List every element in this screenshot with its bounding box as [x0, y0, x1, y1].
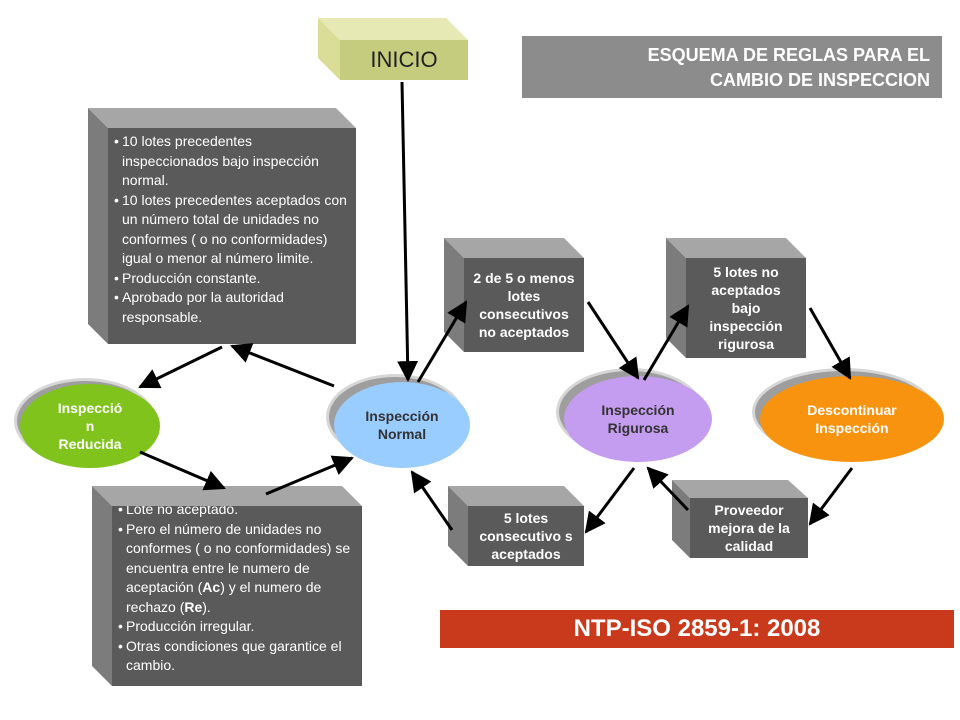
- condition-text: 5 lotes no aceptados bajo inspección rig…: [686, 258, 806, 358]
- node-label: Inspección: [815, 420, 889, 436]
- box-bevel: [88, 108, 356, 344]
- condition-item: Producción constante.: [114, 269, 350, 289]
- condition-item: Producción irregular.: [118, 617, 356, 637]
- node-descontinuar-inspeccion: Descontinuar Inspección: [752, 368, 944, 464]
- diagram-title: ESQUEMA DE REGLAS PARA EL CAMBIO DE INSP…: [522, 36, 942, 98]
- condition-text: Pero el número de unidades no conformes …: [126, 520, 351, 596]
- condition-text: 5 lotes consecutivo s aceptados: [468, 506, 584, 566]
- condition-box-rigurosa-to-descontinuar: 5 lotes no aceptados bajo inspección rig…: [666, 238, 806, 358]
- title-line-2: CAMBIO DE INSPECCION: [709, 70, 930, 90]
- node-ellipse: Descontinuar Inspección: [760, 376, 944, 462]
- condition-text: ).: [202, 598, 211, 615]
- arrow-rigurosa-to-box-5-aceptados: [584, 467, 636, 534]
- node-inspeccion-rigurosa: Inspección Rigurosa: [556, 368, 712, 464]
- condition-item: 10 lotes precedentes inspeccionados bajo…: [114, 132, 350, 191]
- condition-box-normal-to-reducida: 10 lotes precedentes inspeccionados bajo…: [88, 108, 356, 344]
- condition-box-rigurosa-to-normal: 5 lotes consecutivo s aceptados: [448, 486, 584, 566]
- inicio-box: INICIO: [318, 18, 468, 80]
- node-label: Descontinuar: [807, 402, 897, 418]
- condition-item: Otras condiciones que garantice el cambi…: [118, 637, 356, 676]
- node-label: Inspección: [601, 402, 675, 418]
- arrow-box-to-rigurosa: [586, 301, 640, 380]
- node-label: Normal: [377, 426, 427, 442]
- inicio-label: INICIO: [340, 40, 468, 80]
- condition-text: ) y el numero de rechazo (: [126, 579, 322, 615]
- condition-item: 10 lotes precedentes aceptados con un nú…: [114, 191, 350, 269]
- arrow-inicio-to-normal: [397, 81, 419, 383]
- condition-box-normal-to-rigurosa: 2 de 5 o menos lotes consecutivos no ace…: [444, 238, 584, 352]
- condition-list: Lote no aceptado. Pero el número de unid…: [112, 506, 362, 686]
- node-label: n: [85, 418, 95, 434]
- condition-box-reducida-to-normal: Lote no aceptado. Pero el número de unid…: [92, 486, 362, 686]
- node-ellipse: Inspección Normal: [334, 382, 470, 468]
- ac-label: Ac: [202, 579, 221, 595]
- re-label: Re: [184, 598, 203, 615]
- node-ellipse: Inspección Rigurosa: [564, 376, 712, 462]
- node-inspeccion-normal: Inspección Normal: [326, 374, 470, 468]
- node-inspeccion-reducida: Inspecció n Reducida: [14, 378, 162, 470]
- arrow-descontinuar-to-box: [808, 467, 854, 526]
- node-ellipse: Inspecció n Reducida: [20, 384, 160, 468]
- norm-banner: NTP-ISO 2859-1: 2008: [440, 610, 954, 648]
- arrow-normal-to-box: [230, 343, 335, 388]
- condition-item: Aprobado por la autoridad responsable.: [114, 288, 350, 327]
- condition-box-descontinuar-to-rigurosa: Proveedor mejora de la calidad: [672, 480, 808, 558]
- condition-text: 2 de 5 o menos lotes consecutivos no ace…: [464, 258, 584, 352]
- arrow-box-to-normal-aceptados: [410, 470, 454, 531]
- title-line-1: ESQUEMA DE REGLAS PARA EL: [647, 45, 930, 65]
- node-label: Inspección: [365, 408, 439, 424]
- node-label: Inspecció: [57, 400, 123, 416]
- node-label: Rigurosa: [607, 420, 669, 436]
- condition-item: Lote no aceptado.: [118, 506, 356, 520]
- inicio-box-bevel: [318, 18, 468, 80]
- condition-list: 10 lotes precedentes inspeccionados bajo…: [108, 128, 356, 344]
- condition-item: Pero el número de unidades no conformes …: [118, 520, 356, 618]
- condition-text: Proveedor mejora de la calidad: [690, 498, 808, 558]
- node-label: Reducida: [58, 436, 122, 452]
